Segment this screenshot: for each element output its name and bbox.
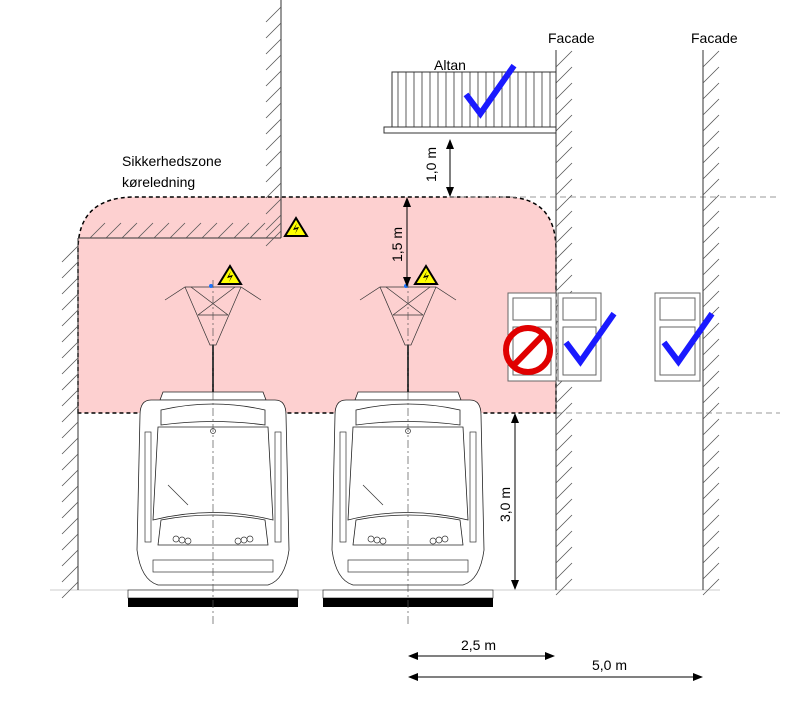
- zone-label-line2: køreledning: [122, 174, 195, 190]
- facade-label-1: Facade: [548, 30, 595, 46]
- facade-label-2: Facade: [691, 30, 738, 46]
- safety-zone: [77, 196, 557, 414]
- zone-label-line1: Sikkerhedszone: [122, 153, 222, 169]
- dimension-zone-height: 3,0 m: [497, 413, 519, 590]
- facade-wall-2: [702, 50, 720, 596]
- svg-text:1,0 m: 1,0 m: [423, 147, 439, 182]
- tram-1: [127, 280, 299, 625]
- svg-text:5,0 m: 5,0 m: [592, 657, 627, 673]
- svg-text:3,0 m: 3,0 m: [497, 487, 513, 522]
- svg-text:2,5 m: 2,5 m: [461, 637, 496, 653]
- left-wall: [61, 0, 282, 599]
- contact-wire: [209, 284, 213, 288]
- dimension-5-0: 5,0 m: [408, 657, 703, 681]
- tram-2: [322, 280, 494, 625]
- balcony-label: Altan: [434, 57, 466, 73]
- balcony: [383, 71, 557, 134]
- dimension-wire: 1,5 m: [389, 197, 411, 287]
- dimension-2-5: 2,5 m: [408, 637, 555, 660]
- dimension-balcony: 1,0 m: [423, 139, 454, 197]
- svg-text:1,5 m: 1,5 m: [389, 227, 405, 262]
- prohibited-icon: [503, 325, 553, 375]
